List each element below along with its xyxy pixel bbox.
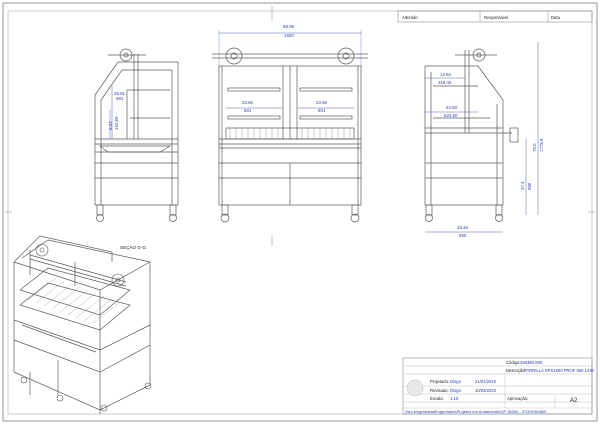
- row-0-date: 21/01/2019: [475, 379, 497, 384]
- row-1-date: 10/03/2023: [475, 388, 497, 393]
- dim-depth-in: 33.46: [457, 225, 469, 230]
- scale-label: Escala:: [430, 396, 444, 401]
- isometric-grill-bars: [27, 277, 121, 325]
- side-view-right: [424, 48, 519, 222]
- dim-front-grill-right-mm: 601: [318, 108, 326, 113]
- isometric-section-view: [13, 235, 151, 414]
- section-label: SEÇÃO G-G: [120, 244, 146, 250]
- rev-col-date: Data: [551, 15, 561, 20]
- row-0-person: Diogo: [450, 379, 462, 384]
- isometric-details: [20, 243, 152, 412]
- code-label: Código:: [506, 360, 520, 365]
- side-right-dims: 12.54 318.46 24.50 624.50 70.0 1778.5 37…: [425, 42, 544, 238]
- file-path: \\srv-engenharia\Engenharia\Projetos em …: [405, 409, 547, 414]
- aprov-label: Aprovação:: [507, 396, 528, 401]
- front-dims: 59.06 1500 23.66 601 23.66 601: [218, 24, 362, 113]
- dim-front-width-mm: 1500: [284, 33, 294, 38]
- dim-height-counter-in: 37.4: [520, 181, 525, 190]
- dim-side-left-b-in: 6.41: [108, 121, 113, 130]
- dim-side-right-mid-in: 24.50: [446, 105, 458, 110]
- code-value: 336360.000: [520, 360, 543, 365]
- dim-side-left-a-mm: 681: [116, 96, 124, 101]
- company-logo: [406, 379, 424, 397]
- dim-front-grill-left-in: 23.66: [242, 100, 254, 105]
- rev-col-responsible: Responsável: [484, 15, 508, 20]
- dim-height-total-mm: 1778.5: [539, 138, 544, 152]
- dim-depth-mm: 850: [459, 233, 467, 238]
- row-0-label: Projetado:: [430, 379, 449, 384]
- desc-value: PARRILLA XPS1500 PROF 850 1430: [524, 368, 595, 373]
- dim-side-right-top-in: 12.54: [440, 72, 452, 77]
- inner-border: [7, 10, 593, 415]
- row-1-person: Diogo: [450, 388, 462, 393]
- row-1-label: Revisado:: [430, 388, 449, 393]
- dim-height-total-in: 70.0: [532, 143, 537, 152]
- scale-value: 1:10: [450, 396, 459, 401]
- desc-label: Descrição:: [506, 368, 526, 373]
- dim-side-left-b-mm: 162.89: [114, 116, 119, 130]
- front-view: [212, 47, 368, 223]
- rev-col-changed: Alterado: [402, 15, 418, 20]
- revision-table: Alterado Responsável Data: [397, 10, 593, 23]
- title-block: Código: 336360.000 Descrição: PARRILLA X…: [402, 357, 595, 415]
- sheet-border: [2, 2, 598, 422]
- side-view-left: [94, 48, 179, 222]
- dim-front-grill-right-in: 23.66: [316, 100, 328, 105]
- dim-front-width-in: 59.06: [283, 24, 295, 29]
- dim-height-counter-mm: 950: [527, 182, 532, 190]
- side-left-dims: 26.81 681 6.41 162.89: [108, 86, 126, 139]
- dim-side-right-mid-mm: 624.50: [444, 113, 458, 118]
- front-grill-bars: [229, 128, 351, 139]
- dim-side-right-top-mm: 318.46: [438, 80, 452, 85]
- dim-front-grill-left-mm: 601: [244, 108, 252, 113]
- center-marks: [5, 6, 595, 246]
- sheet-size: A2: [570, 398, 578, 404]
- dim-side-left-a-in: 26.81: [114, 91, 126, 96]
